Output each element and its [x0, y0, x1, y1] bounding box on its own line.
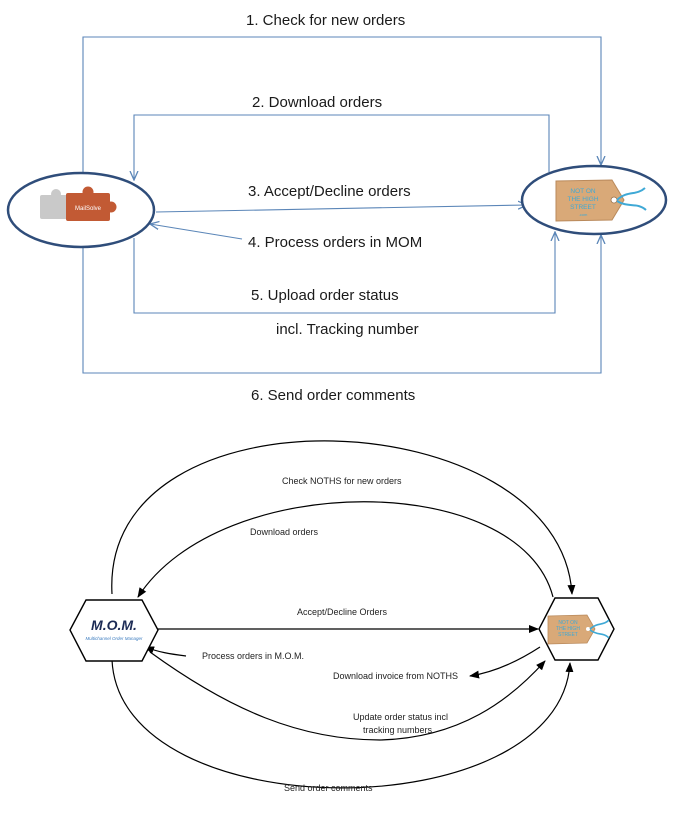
mailsolve-label: MailSolve: [75, 206, 102, 212]
tag-line-3: STREET: [570, 204, 596, 211]
step2-line: [134, 114, 550, 180]
mom-node: M.O.M. Multichannel Order Manager: [69, 599, 159, 662]
step5-line: [133, 232, 555, 314]
check-label: Check NOTHS for new orders: [282, 476, 402, 486]
step2-label: 2. Download orders: [252, 94, 382, 111]
tag-icon: NOT ON THE HIGH STREET .com: [555, 179, 647, 222]
step1-label: 1. Check for new orders: [246, 12, 405, 29]
step4-label: 4. Process orders in MOM: [248, 234, 422, 251]
step4-line: [150, 224, 243, 240]
update-curve: [149, 651, 546, 741]
step6-label: 6. Send order comments: [251, 387, 415, 404]
step5-sublabel: incl. Tracking number: [276, 321, 419, 338]
tag-line-1: NOT ON: [570, 188, 595, 195]
step3-label: 3. Accept/Decline orders: [248, 183, 411, 200]
tag2-line-2: THE HIGH: [556, 626, 580, 632]
step6-line: [82, 235, 601, 374]
download-curve: [137, 501, 554, 598]
comments-curve: [111, 659, 574, 789]
check-curve: [111, 440, 576, 595]
mailsolve-node: MailSolve: [6, 171, 156, 249]
accept-label: Accept/Decline Orders: [297, 607, 388, 617]
update-label-1: Update order status incl: [353, 712, 448, 722]
process-label: Process orders in M.O.M.: [202, 651, 304, 661]
puzzle-icon: MailSolve: [40, 186, 117, 221]
invoice-label: Download invoice from NOTHS: [333, 671, 458, 681]
flow-curves: [111, 440, 576, 789]
process-curve: [144, 646, 187, 657]
step3-line: [155, 205, 527, 213]
comments-label: Send order comments: [284, 783, 373, 793]
tag-line-2: THE HIGH: [567, 196, 598, 203]
update-label-2: tracking numbers: [363, 725, 433, 735]
tag2-line-3: STREET: [558, 632, 578, 638]
tag2-line-1: NOT ON: [558, 620, 578, 626]
invoice-curve: [469, 646, 541, 679]
step1-line: [82, 36, 601, 186]
mom-subtitle: Multichannel Order Manager: [85, 636, 143, 641]
diagram-2: M.O.M. Multichannel Order Manager NOT ON…: [69, 440, 615, 793]
tag-line-4: .com: [579, 212, 588, 217]
step5-label: 5. Upload order status: [251, 287, 399, 304]
noths-node: NOT ON THE HIGH STREET .com: [520, 164, 668, 236]
mom-logo: M.O.M.: [91, 617, 137, 633]
diagram-1: MailSolve NOT ON THE HIGH STREET .com 1.…: [6, 12, 668, 404]
download-label: Download orders: [250, 527, 319, 537]
tag-icon-small: NOT ON THE HIGH STREET: [547, 614, 610, 645]
flow-lines: [82, 36, 601, 374]
noths-node-2: NOT ON THE HIGH STREET: [538, 597, 615, 661]
